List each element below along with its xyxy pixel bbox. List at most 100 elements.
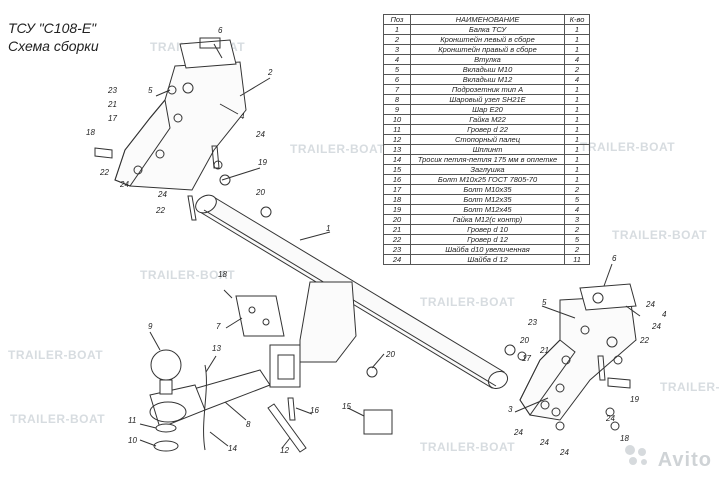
callout: 20 — [256, 188, 265, 197]
cell-qty: 1 — [564, 84, 590, 95]
callout: 10 — [128, 436, 137, 445]
col-header-qty: К-во — [564, 14, 590, 25]
callout: 5 — [148, 86, 153, 95]
watermark: TRAILER-BOAT — [140, 268, 236, 282]
cell-name: Болт М10х35 — [410, 184, 565, 195]
callout: 20 — [386, 350, 395, 359]
cell-name: Балка ТСУ — [410, 24, 565, 35]
cell-name: Шплинт — [410, 144, 565, 155]
callout: 5 — [542, 298, 547, 307]
site-watermark: Avito — [657, 449, 712, 471]
callout: 24 — [606, 414, 615, 423]
cell-position: 15 — [383, 164, 411, 175]
watermark: TRAILER-BOAT — [660, 380, 720, 394]
lock-washer-22 — [155, 423, 177, 433]
cell-qty: 2 — [564, 224, 590, 235]
callout: 21 — [540, 346, 549, 355]
cell-qty: 11 — [564, 254, 590, 265]
cell-qty: 1 — [564, 24, 590, 35]
cell-name: Шайба d 12 — [410, 254, 565, 265]
callout: 4 — [240, 112, 245, 121]
callout: 2 — [268, 68, 273, 77]
cell-position: 17 — [383, 184, 411, 195]
callout: 20 — [520, 336, 529, 345]
cell-qty: 4 — [564, 54, 590, 65]
cell-name: Шаровый узел SH21E — [410, 94, 565, 105]
cell-qty: 1 — [564, 144, 590, 155]
watermark: TRAILER-BOAT — [612, 228, 708, 242]
drawing-subtitle: Схема сборки — [8, 38, 99, 54]
drawing-title: ТСУ "С108-Е" — [8, 20, 97, 36]
callout: 24 — [646, 300, 655, 309]
cell-position: 16 — [383, 174, 411, 185]
cell-qty: 5 — [564, 234, 590, 245]
callout: 21 — [108, 100, 117, 109]
cell-name: Втулка — [410, 54, 565, 65]
callout: 22 — [640, 336, 649, 345]
callout: 14 — [228, 444, 237, 453]
bracket-left — [114, 37, 247, 191]
cell-position: 21 — [383, 224, 411, 235]
cell-qty: 1 — [564, 174, 590, 185]
watermark: TRAILER-BOAT — [580, 140, 676, 154]
cell-name: Кронштейн левый в сборе — [410, 34, 565, 45]
callout: 24 — [256, 130, 265, 139]
callout: 16 — [310, 406, 319, 415]
cell-position: 22 — [383, 234, 411, 245]
callout: 18 — [86, 128, 95, 137]
callout: 24 — [540, 438, 549, 447]
callout: 6 — [218, 26, 223, 35]
callout: 17 — [108, 114, 117, 123]
cell-position: 14 — [383, 154, 411, 165]
cell-qty: 1 — [564, 154, 590, 165]
cable-loop — [203, 364, 207, 451]
cell-qty: 2 — [564, 64, 590, 75]
cell-qty: 3 — [564, 214, 590, 225]
watermark: TRAILER-BOAT — [10, 412, 106, 426]
cell-name: Вкладыш М10 — [410, 64, 565, 75]
col-header-position: Поз — [383, 14, 411, 25]
callout: 12 — [280, 446, 289, 455]
avito-logo-icon — [625, 445, 647, 465]
cell-position: 9 — [383, 104, 411, 115]
table-header-row: Поз НАИМЕНОВАНИЕ К-во — [383, 14, 590, 25]
watermark: TRAILER-BOAT — [8, 348, 104, 362]
cell-name: Гровер d 10 — [410, 224, 565, 235]
cell-position: 10 — [383, 114, 411, 125]
cell-position: 1 — [383, 24, 411, 35]
callout: 9 — [148, 322, 153, 331]
cell-position: 8 — [383, 94, 411, 105]
tow-ball — [150, 349, 182, 395]
callout: 8 — [246, 420, 251, 429]
ball-mount — [149, 369, 271, 429]
callout: 19 — [258, 158, 267, 167]
cell-name: Болт М10х25 ГОСТ 7805-70 — [410, 174, 565, 185]
bracket-right — [519, 283, 637, 421]
callout: 18 — [218, 270, 227, 279]
cell-position: 20 — [383, 214, 411, 225]
callout: 24 — [652, 322, 661, 331]
callout: 24 — [514, 428, 523, 437]
cell-position: 5 — [383, 64, 411, 75]
cell-qty: 1 — [564, 104, 590, 115]
cell-name: Шайба d10 увеличенная — [410, 244, 565, 255]
callout: 19 — [630, 395, 639, 404]
cell-name: Тросик петля-петля 175 мм в оплетке — [410, 154, 565, 165]
cell-name: Шар E20 — [410, 104, 565, 115]
callout: 6 — [612, 254, 617, 263]
